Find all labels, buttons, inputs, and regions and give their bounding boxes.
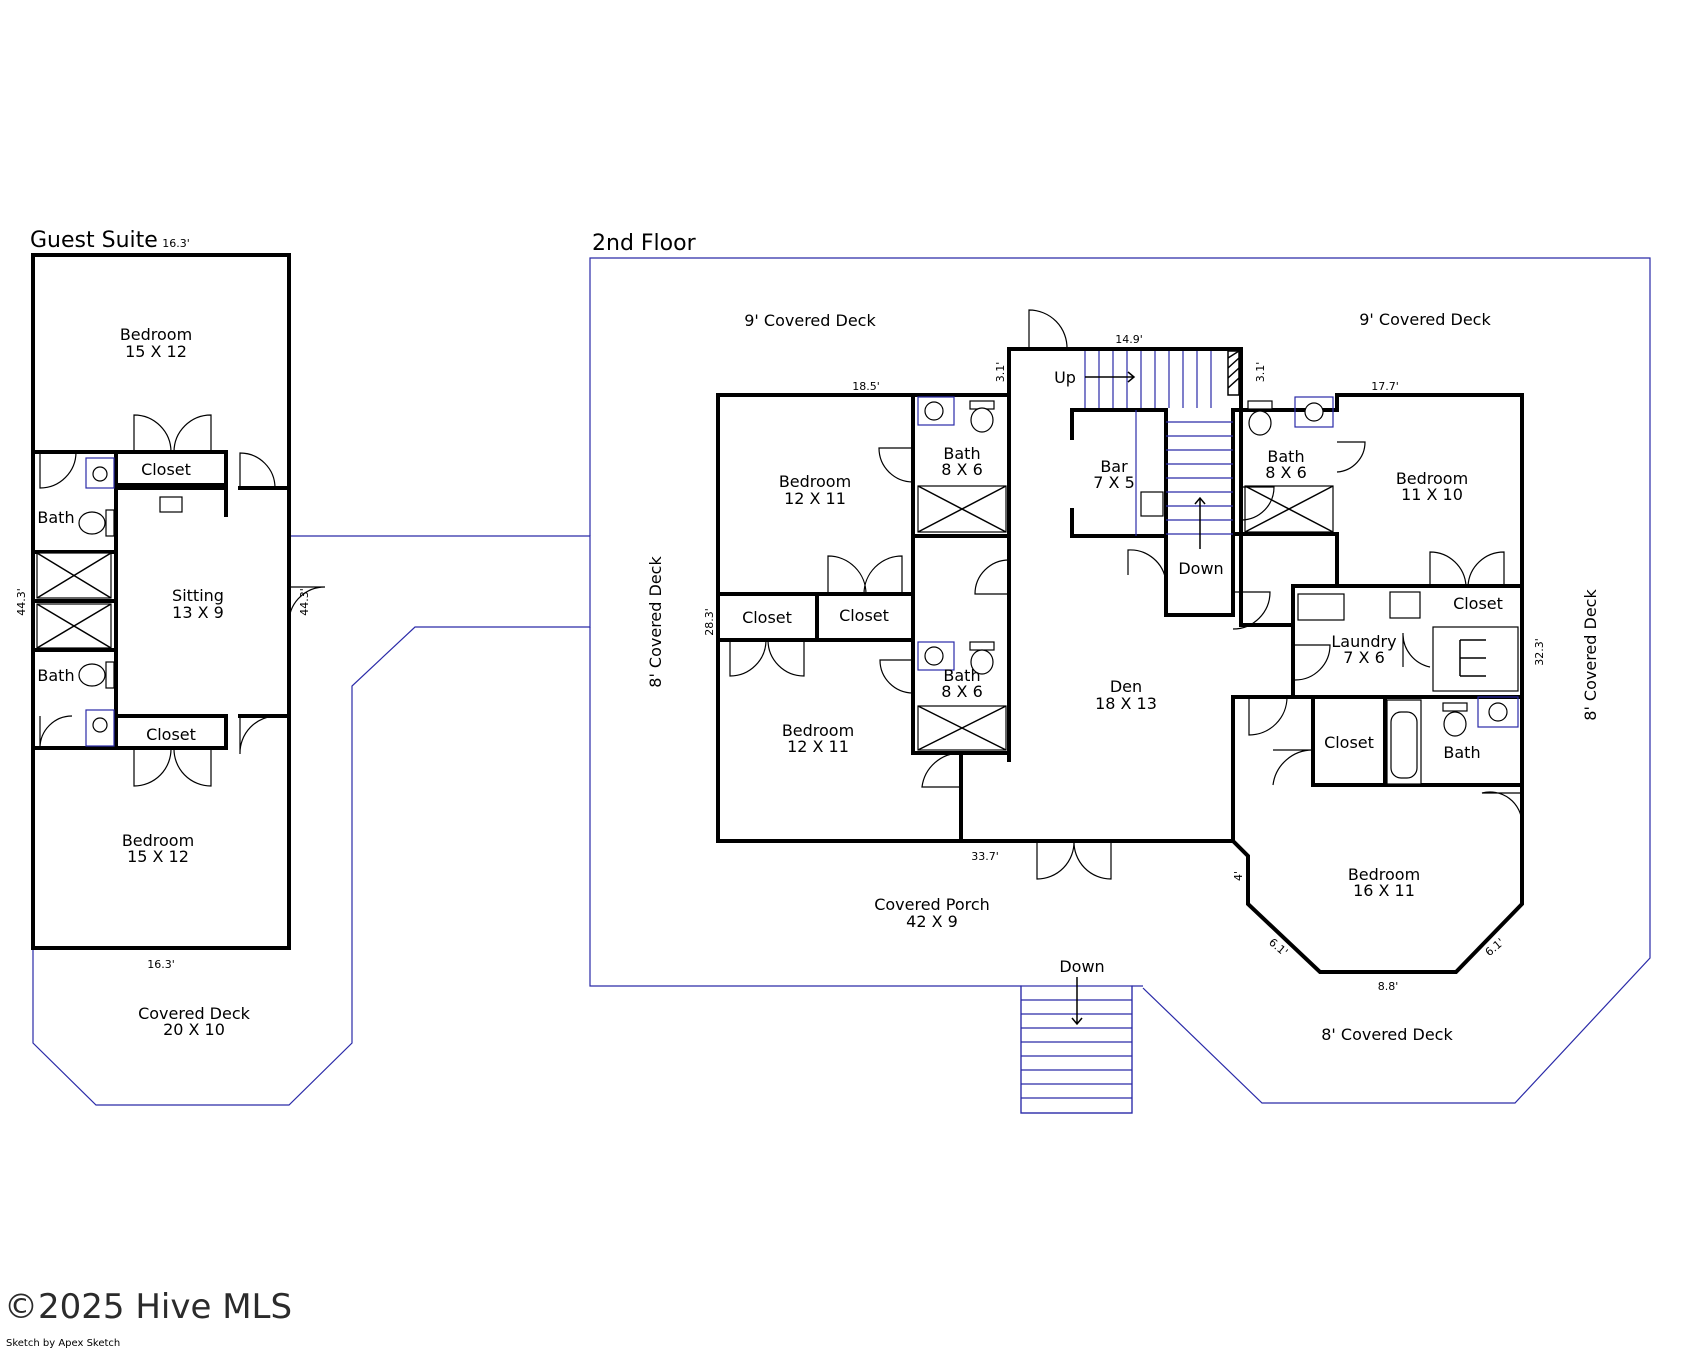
bath-ne-fixtures xyxy=(1244,396,1334,533)
closet-w1-label: Closet xyxy=(742,608,792,627)
bar-label: Bar xyxy=(1100,457,1128,476)
bath-sw-size: 8 X 6 xyxy=(941,682,983,701)
dim-left-bath: 3.1' xyxy=(994,362,1007,383)
guest-suite-title: Guest Suite xyxy=(30,228,158,253)
bath-ne-size: 8 X 6 xyxy=(1265,463,1307,482)
guest-bedroom-top-label: Bedroom xyxy=(120,325,192,344)
guest-suite-dim-right: 44.3' xyxy=(298,588,311,616)
closet-e-label: Closet xyxy=(1324,733,1374,752)
guest-sink-icon xyxy=(159,496,183,513)
bedroom-se-size: 16 X 11 xyxy=(1353,881,1415,900)
dim-right-side: 32.3' xyxy=(1533,638,1546,666)
deck-right-label: 8' Covered Deck xyxy=(1581,589,1600,721)
deck-top-right-label: 9' Covered Deck xyxy=(1359,310,1491,329)
stair-up xyxy=(1084,350,1240,408)
laundry-size: 7 X 6 xyxy=(1343,648,1385,667)
bath-sw-fixtures xyxy=(917,641,1007,751)
den-label: Den xyxy=(1110,677,1142,696)
dim-bay-bottom: 8.8' xyxy=(1378,980,1399,993)
dim-bottom: 33.7' xyxy=(971,850,999,863)
guest-covered-deck-outline xyxy=(32,535,591,1106)
second-floor: 2nd Floor xyxy=(589,231,1651,1114)
bedroom-ne-size: 11 X 10 xyxy=(1401,485,1463,504)
bar-sink-icon xyxy=(1140,491,1164,517)
bath-sw-label: Bath xyxy=(943,666,980,685)
dim-right-top: 17.7' xyxy=(1371,380,1399,393)
guest-suite-dim-bottom: 16.3' xyxy=(147,958,175,971)
second-floor-doors xyxy=(729,309,1523,880)
bedroom-se-label: Bedroom xyxy=(1348,865,1420,884)
bedroom-sw-label: Bedroom xyxy=(782,721,854,740)
closet-ne-label: Closet xyxy=(1453,594,1503,613)
bath-nw-size: 8 X 6 xyxy=(941,460,983,479)
dim-left-top: 18.5' xyxy=(852,380,880,393)
guest-suite-dim-top: 16.3' xyxy=(162,237,190,250)
watermark: ©2025 Hive MLS xyxy=(4,1287,292,1327)
exterior-stair-label: Down xyxy=(1059,957,1104,976)
bedroom-nw-size: 12 X 11 xyxy=(784,489,846,508)
deck-top-left-label: 9' Covered Deck xyxy=(744,311,876,330)
second-floor-interior-walls xyxy=(716,347,1524,843)
second-floor-title: 2nd Floor xyxy=(592,231,697,256)
exterior-stair xyxy=(1020,977,1133,1114)
bath-ne-label: Bath xyxy=(1267,447,1304,466)
bedroom-ne-label: Bedroom xyxy=(1396,469,1468,488)
bath-e-fixtures xyxy=(1386,696,1519,785)
guest-bath-top-fixtures xyxy=(36,457,115,599)
guest-covered-deck-label: Covered Deck xyxy=(138,1004,251,1023)
stair-up-label: Up xyxy=(1054,368,1076,387)
bedroom-sw-size: 12 X 11 xyxy=(787,737,849,756)
guest-bedroom-bottom-size: 15 X 12 xyxy=(127,847,189,866)
bath-e-label: Bath xyxy=(1443,743,1480,762)
guest-bath-top-label: Bath xyxy=(37,508,74,527)
guest-covered-deck-size: 20 X 10 xyxy=(163,1020,225,1039)
guest-bath-bottom-fixtures xyxy=(36,603,115,747)
bedroom-nw-label: Bedroom xyxy=(779,472,851,491)
credit-text: Sketch by Apex Sketch xyxy=(6,1338,120,1349)
bath-nw-fixtures xyxy=(917,396,1007,533)
guest-sitting-size: 13 X 9 xyxy=(172,603,224,622)
guest-doors xyxy=(39,414,326,787)
covered-porch-size: 42 X 9 xyxy=(906,912,958,931)
deck-left-label: 8' Covered Deck xyxy=(646,556,665,688)
dim-right-bath: 3.1' xyxy=(1254,362,1267,383)
guest-sitting-label: Sitting xyxy=(172,586,224,605)
deck-bottom-right-label: 8' Covered Deck xyxy=(1321,1025,1453,1044)
stair-down-label: Down xyxy=(1178,559,1223,578)
guest-interior-walls xyxy=(31,450,291,750)
bar-size: 7 X 5 xyxy=(1093,473,1135,492)
guest-closet-bottom-label: Closet xyxy=(146,725,196,744)
guest-closet-top-label: Closet xyxy=(141,460,191,479)
covered-porch-label: Covered Porch xyxy=(874,895,990,914)
laundry-label: Laundry xyxy=(1331,632,1396,651)
stair-down xyxy=(1135,410,1233,549)
dim-stair-top: 14.9' xyxy=(1115,333,1143,346)
den-size: 18 X 13 xyxy=(1095,694,1157,713)
bath-nw-label: Bath xyxy=(943,444,980,463)
guest-suite: Guest Suite 16.3' xyxy=(15,228,591,1106)
guest-bedroom-top-size: 15 X 12 xyxy=(125,342,187,361)
laundry-fixtures xyxy=(1297,591,1519,692)
guest-bath-bottom-label: Bath xyxy=(37,666,74,685)
guest-suite-dim-left: 44.3' xyxy=(15,588,28,616)
dim-left-side: 28.3' xyxy=(703,608,716,636)
closet-w2-label: Closet xyxy=(839,606,889,625)
guest-bedroom-bottom-label: Bedroom xyxy=(122,831,194,850)
dim-bay-left-side: 4' xyxy=(1232,871,1245,881)
